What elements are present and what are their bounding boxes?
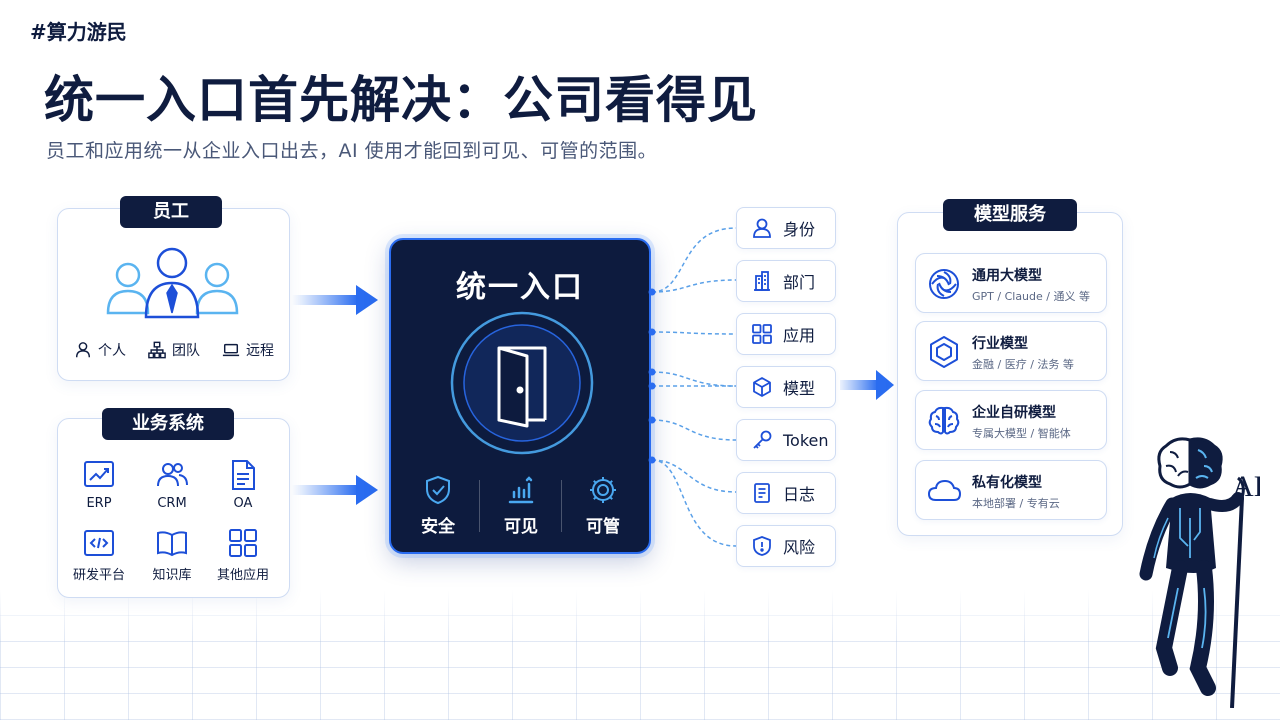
- app-knowledge-base: 知识库: [137, 526, 207, 583]
- feature-divider: [561, 480, 562, 532]
- flow-arrow-staff: [292, 285, 378, 315]
- model-name: 私有化模型: [972, 475, 1042, 491]
- model-name: 行业模型: [972, 336, 1028, 352]
- grid-apps-icon: [752, 324, 772, 344]
- document-icon: [232, 460, 255, 490]
- gateway-title: 统一入口: [456, 270, 584, 305]
- staff-item-remote: 远程: [222, 340, 274, 360]
- attr-log: 日志: [736, 472, 836, 514]
- staff-item-label: 团队: [172, 343, 200, 359]
- attr-label: 部门: [783, 273, 816, 292]
- code-window-icon: [84, 530, 114, 556]
- attr-application: 应用: [736, 313, 836, 355]
- app-label: OA: [233, 496, 253, 511]
- page-subtitle: 员工和应用统一从企业入口出去，AI 使用才能回到可见、可管的范围。: [46, 140, 658, 162]
- feature-label: 可见: [504, 517, 538, 537]
- feature-security: 安全: [403, 474, 473, 537]
- attr-label: 日志: [783, 485, 816, 504]
- app-label: ERP: [86, 496, 112, 511]
- app-label: CRM: [157, 496, 187, 511]
- flow-arrow-business: [292, 475, 378, 505]
- users-icon: [157, 463, 188, 487]
- feature-divider: [479, 480, 480, 532]
- app-label: 研发平台: [72, 568, 125, 583]
- shield-alert-icon: [753, 536, 771, 556]
- attr-label: 应用: [783, 326, 816, 345]
- app-oa: OA: [208, 458, 278, 511]
- unified-gateway: 统一入口 安全 可见 可管: [389, 238, 651, 554]
- model-card-enterprise: 企业自研模型 专属大模型 / 智能体: [915, 390, 1107, 450]
- feature-manageable: 可管: [568, 474, 638, 537]
- feature-label: 安全: [421, 517, 455, 537]
- attr-identity: 身份: [736, 207, 836, 249]
- bar-chart-icon: [508, 476, 534, 504]
- app-label: 其他应用: [216, 568, 269, 583]
- attr-label: Token: [783, 430, 829, 450]
- model-desc: GPT / Claude / 通义 等: [972, 290, 1090, 303]
- model-card-general: 通用大模型 GPT / Claude / 通义 等: [915, 253, 1107, 313]
- model-name: 通用大模型: [972, 268, 1042, 284]
- perspective-grid-floor: [0, 590, 1280, 720]
- attr-label: 身份: [783, 220, 816, 239]
- attr-department: 部门: [736, 260, 836, 302]
- business-systems-panel: [57, 418, 290, 598]
- attribute-connectors: [648, 227, 737, 547]
- building-icon: [754, 271, 770, 291]
- user-icon: [753, 218, 771, 238]
- staff-item-personal: 个人: [74, 340, 126, 360]
- staff-item-team: 团队: [148, 340, 200, 360]
- door-icon: [450, 311, 594, 455]
- org-tree-icon: [148, 341, 166, 359]
- staff-label: 员工: [120, 196, 222, 228]
- model-card-industry: 行业模型 金融 / 医疗 / 法务 等: [915, 321, 1107, 381]
- ai-sign-text: AI: [1232, 470, 1260, 503]
- hexagon-gem-icon: [930, 336, 958, 368]
- laptop-icon: [222, 343, 240, 357]
- business-systems-label: 业务系统: [102, 408, 234, 440]
- feature-label: 可管: [586, 517, 620, 537]
- attr-risk: 风险: [736, 525, 836, 567]
- model-services-label: 模型服务: [943, 199, 1077, 231]
- cube-icon: [753, 377, 771, 397]
- openai-knot-icon: [929, 269, 959, 299]
- open-book-icon: [157, 531, 187, 557]
- gear-icon: [590, 477, 616, 503]
- model-card-private: 私有化模型 本地部署 / 专有云: [915, 460, 1107, 520]
- app-label: 知识库: [152, 568, 192, 583]
- app-other: 其他应用: [208, 526, 278, 583]
- brand-tag: #算力游民: [30, 20, 127, 44]
- ai-robot-illustration: AI: [1139, 437, 1260, 708]
- attr-label: 模型: [783, 379, 816, 398]
- flow-arrow-models: [840, 370, 894, 400]
- person-icon: [75, 342, 91, 358]
- app-crm: CRM: [137, 458, 207, 511]
- app-erp: ERP: [64, 458, 134, 511]
- app-dev-platform: 研发平台: [64, 526, 134, 583]
- attr-label: 风险: [783, 538, 816, 557]
- model-name: 企业自研模型: [972, 405, 1056, 421]
- feature-visibility: 可见: [486, 474, 556, 537]
- page-title: 统一入口首先解决：公司看得见: [44, 71, 758, 129]
- model-desc: 专属大模型 / 智能体: [972, 427, 1071, 440]
- attr-model: 模型: [736, 366, 836, 408]
- model-desc: 金融 / 医疗 / 法务 等: [972, 358, 1074, 371]
- staff-item-label: 个人: [98, 343, 126, 359]
- key-icon: [753, 430, 772, 449]
- grid-apps-icon: [229, 529, 257, 557]
- staff-item-label: 远程: [246, 343, 274, 359]
- chart-trend-icon: [84, 461, 114, 487]
- log-document-icon: [754, 483, 770, 503]
- attr-token: Token: [736, 419, 836, 461]
- staff-group-icon: [106, 247, 239, 319]
- cloud-icon: [927, 479, 962, 501]
- brain-icon: [928, 406, 960, 435]
- shield-check-icon: [426, 475, 450, 505]
- model-desc: 本地部署 / 专有云: [972, 497, 1060, 510]
